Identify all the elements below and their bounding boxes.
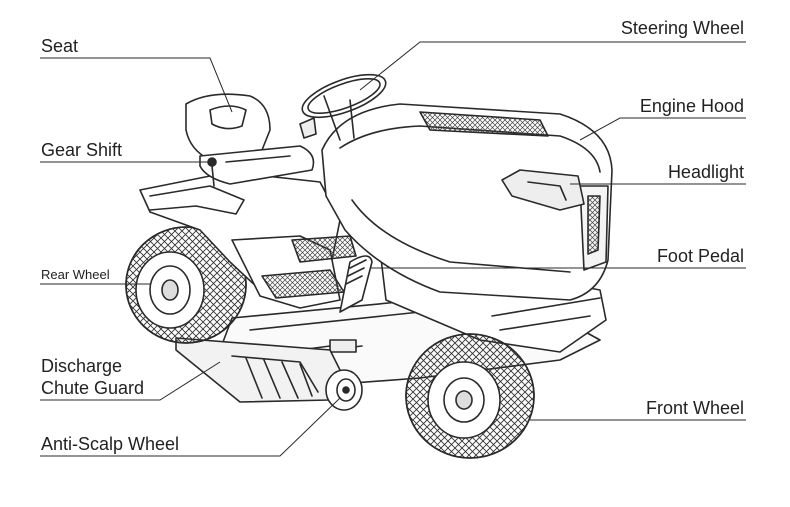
- leader-discharge: [40, 361, 221, 401]
- leader-seat: [40, 57, 233, 113]
- headlight-art: [501, 169, 585, 211]
- front-wheel-art: [405, 333, 535, 459]
- label-front-wheel: Front Wheel: [645, 398, 744, 418]
- steering-wheel-art: [299, 73, 387, 141]
- label-rear-wheel: Rear Wheel: [41, 267, 110, 282]
- label-steering-wheel: Steering Wheel: [620, 18, 744, 38]
- label-discharge-chute-guard: Discharge Chute Guard: [41, 355, 144, 399]
- tractor-body: [139, 171, 607, 353]
- label-engine-hood: Engine Hood: [639, 96, 744, 116]
- discharge-chute-guard: [175, 337, 346, 403]
- leader-anti-scalp: [40, 397, 341, 457]
- label-headlight: Headlight: [667, 162, 744, 182]
- seat-art: [185, 93, 315, 185]
- label-discharge-line1: Discharge: [41, 356, 123, 376]
- rear-wheel-art: [125, 226, 247, 344]
- label-foot-pedal: Foot Pedal: [656, 246, 744, 266]
- leader-engine-hood: [579, 117, 746, 141]
- anti-scalp-wheel-art: [325, 369, 363, 411]
- label-anti-scalp-wheel: Anti-Scalp Wheel: [41, 434, 180, 454]
- label-gear-shift: Gear Shift: [41, 140, 123, 160]
- gear-shift-art: [207, 157, 217, 187]
- engine-hood-art: [321, 103, 613, 301]
- leader-lines: [40, 41, 746, 457]
- foot-pedal-art: [339, 255, 373, 313]
- leader-steering: [359, 41, 746, 91]
- label-seat: Seat: [41, 36, 79, 56]
- label-discharge-line2: Chute Guard: [41, 378, 145, 398]
